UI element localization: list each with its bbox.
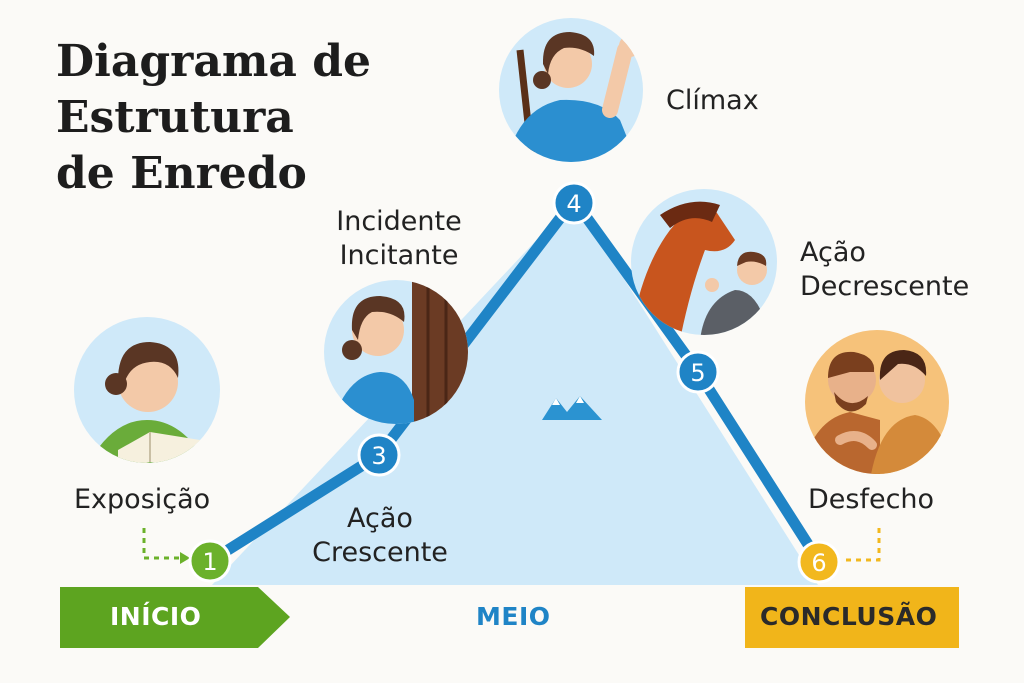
label-resolution: Desfecho xyxy=(808,484,935,515)
stage-number-5: 5 xyxy=(690,359,705,387)
woman-raising-fist-icon xyxy=(499,18,643,162)
stage-marker-6: 6 xyxy=(797,540,841,584)
band-start-label: INÍCIO xyxy=(110,602,202,631)
stage-number-3: 3 xyxy=(371,442,386,470)
band-middle-label: MEIO xyxy=(476,602,551,631)
band-start xyxy=(60,587,290,648)
stage-marker-4: 4 xyxy=(552,181,596,225)
stage-number-4: 4 xyxy=(566,190,581,218)
title-line-1: Diagrama de xyxy=(56,36,371,87)
mountain-icon xyxy=(542,396,602,420)
band-end-label: CONCLUSÃO xyxy=(760,602,938,631)
page-title: Diagrama de Estrutura de Enredo xyxy=(56,34,371,202)
stage-marker-5: 5 xyxy=(676,350,720,394)
label-exposition: Exposição xyxy=(74,484,211,515)
horse-and-man-icon xyxy=(631,189,777,335)
reading-woman-icon xyxy=(74,317,220,463)
resolution-arrow xyxy=(843,528,881,562)
label-climax: Clímax xyxy=(666,85,759,116)
band-end xyxy=(745,587,959,648)
story-arc-area xyxy=(212,200,818,585)
stage-marker-3: 3 xyxy=(357,433,401,477)
label-falling-action: Ação Decrescente xyxy=(800,237,970,302)
embracing-couple-icon xyxy=(805,330,949,474)
label-rising-action: Ação Crescente xyxy=(312,503,448,568)
label-inciting-incident: Incidente Incitante xyxy=(336,206,462,271)
stage-number-6: 6 xyxy=(811,549,826,577)
stage-marker-1: 1 xyxy=(188,539,232,583)
title-line-3: de Enredo xyxy=(56,148,307,199)
title-line-2: Estrutura xyxy=(56,92,294,143)
exposition-arrow xyxy=(142,528,190,564)
stage-number-1: 1 xyxy=(202,548,217,576)
